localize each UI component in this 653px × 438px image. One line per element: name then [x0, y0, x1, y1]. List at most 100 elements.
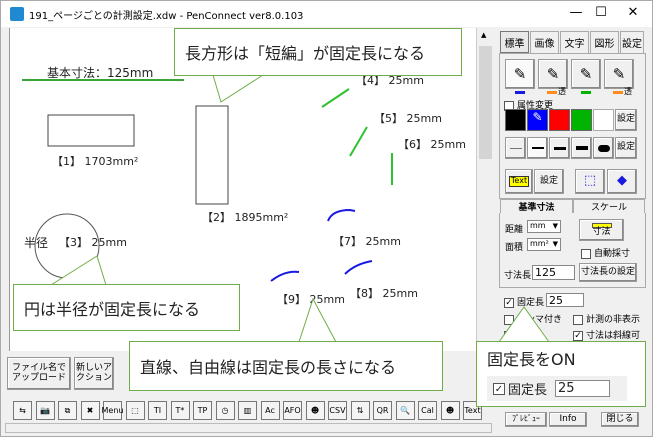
callout-fixed-title: 固定長をON: [487, 350, 576, 369]
toolbar-button-8[interactable]: TP: [193, 401, 212, 420]
subtab-base-dimension[interactable]: 基準寸法: [500, 199, 573, 213]
color-black[interactable]: [505, 109, 526, 131]
color-red[interactable]: [549, 109, 570, 131]
comma-label: カンマ付き: [517, 315, 563, 325]
callout-rectangle: 長方形は「短編」が固定長になる: [174, 28, 462, 76]
area-unit-select[interactable]: mm²: [527, 238, 561, 251]
line-width-4[interactable]: [571, 137, 592, 159]
callout-line: 直線、自由線は固定長の長さになる: [129, 341, 443, 391]
info-button[interactable]: Info: [549, 412, 587, 427]
pen-button[interactable]: ✎: [505, 59, 535, 89]
window-title: 191_ページごとの計測設定.xdw - PenConnect ver8.0.1…: [29, 10, 304, 22]
tab-image[interactable]: 画像: [530, 31, 559, 53]
select-shape-icon[interactable]: ◆: [607, 169, 637, 194]
toolbar-button-1[interactable]: 📷: [35, 401, 55, 420]
fixed-length-input[interactable]: 25: [546, 293, 584, 307]
distance-unit-select[interactable]: mm: [527, 220, 561, 233]
line-width-3[interactable]: [549, 137, 570, 159]
tab-settings[interactable]: 設定: [620, 31, 644, 53]
callout-fixed-length: 固定長をON ✓ 固定長 25: [476, 341, 646, 407]
measure-label-3: 【3】 25mm: [59, 236, 127, 249]
line-4: [321, 88, 350, 108]
subtab-scale[interactable]: スケール: [573, 199, 645, 213]
measure-label-7: 【7】 25mm: [333, 235, 401, 248]
toolbar-button-17[interactable]: 🔍: [395, 401, 415, 420]
tab-shape[interactable]: 図形: [590, 31, 619, 53]
fixed-length-label: 固定長: [517, 298, 545, 308]
scroll-thumb[interactable]: [479, 46, 492, 159]
toolbar-button-5[interactable]: ⬚: [125, 401, 145, 420]
close-panel-button[interactable]: 閉じる: [601, 412, 639, 427]
toolbar-button-9[interactable]: ◷: [215, 401, 235, 420]
fixed-length-checkbox[interactable]: ✓固定長: [504, 297, 545, 308]
scroll-up-icon[interactable]: ▲: [481, 31, 487, 39]
toolbar-button-10[interactable]: ▥: [238, 401, 257, 420]
hide-measure-label: 計測の非表示: [586, 315, 641, 325]
toolbar-button-12[interactable]: AFO: [283, 401, 302, 420]
toolbar-button-6[interactable]: TI: [148, 401, 167, 420]
color-blue-selected[interactable]: ✎: [527, 109, 548, 131]
pen-transparent-button[interactable]: ✎: [538, 59, 568, 89]
toolbar-button-11[interactable]: Ac: [260, 401, 280, 420]
comma-checkbox[interactable]: カンマ付き: [504, 312, 562, 325]
status-bar: [5, 423, 492, 433]
measure-label-9: 【9】 25mm: [277, 293, 345, 306]
dim-length-input[interactable]: 125: [532, 265, 575, 280]
toolbar-button-15[interactable]: ⇅: [350, 401, 370, 420]
tab-standard[interactable]: 標準: [500, 31, 529, 53]
measure-label-6: 【6】 25mm: [398, 138, 466, 151]
tab-text[interactable]: 文字: [560, 31, 589, 53]
app-icon: [10, 7, 24, 21]
dimension-label: 寸法: [592, 226, 611, 237]
maximize-button[interactable]: ☐: [595, 5, 607, 20]
line-width-2-selected[interactable]: [527, 137, 548, 159]
dimension-button[interactable]: 寸法: [579, 219, 624, 241]
pen2-color-indicator: [547, 91, 557, 94]
toolbar-button-18[interactable]: Cal: [418, 401, 437, 420]
select-lock-icon[interactable]: ⬚: [575, 169, 605, 194]
toolbar-button-4[interactable]: Menu: [102, 401, 123, 420]
vertical-scrollbar[interactable]: ▲: [476, 28, 493, 351]
measure-label-2: 【2】 1895mm²: [202, 211, 289, 224]
transparent-mark: 透: [558, 87, 566, 96]
toolbar-button-2[interactable]: ⧉: [58, 401, 77, 420]
toolbar-button-13[interactable]: ☻: [305, 401, 325, 420]
preview-button[interactable]: ﾌﾟﾚﾋﾞｭｰ: [505, 412, 547, 427]
measure-label-1: 【1】 1703mm²: [52, 155, 139, 168]
toolbar-button-14[interactable]: CSV: [328, 401, 347, 420]
text-button-label: Text: [508, 176, 530, 187]
line-width-1[interactable]: [505, 137, 526, 159]
base-dimension-label: 基本寸法：125mm: [47, 66, 154, 80]
marker-button[interactable]: ✎: [571, 59, 601, 89]
dim-length-label: 寸法長: [504, 271, 532, 281]
transparent-checkbox[interactable]: 透明: [504, 328, 535, 341]
freeline-7: [327, 208, 356, 222]
color-settings-button[interactable]: 設定: [615, 109, 637, 131]
toolbar-button-7[interactable]: T*: [170, 401, 190, 420]
line-settings-button[interactable]: 設定: [615, 137, 637, 159]
text-button[interactable]: Text: [505, 169, 533, 194]
text-settings-button[interactable]: 設定: [534, 169, 564, 194]
toolbar-button-16[interactable]: QR: [373, 401, 392, 420]
rectangle-1: [47, 114, 135, 147]
close-button[interactable]: ✕: [627, 5, 639, 20]
color-white[interactable]: [593, 109, 614, 131]
title-bar: 191_ページごとの計測設定.xdw - PenConnect ver8.0.1…: [1, 1, 652, 27]
diagonal-checkbox[interactable]: ✓寸法は斜線可: [573, 330, 641, 341]
toolbar-button-19[interactable]: ☻: [440, 401, 460, 420]
hide-measure-checkbox[interactable]: 計測の非表示: [573, 312, 640, 325]
minimize-button[interactable]: —: [569, 5, 583, 20]
toolbar-button-0[interactable]: ⇆: [13, 401, 32, 420]
marker-transparent-button[interactable]: ✎: [604, 59, 634, 89]
measure-label-4: 【4】 25mm: [356, 74, 424, 87]
dim-length-set-button[interactable]: 寸法長の設定: [579, 263, 637, 282]
auto-measure-checkbox[interactable]: 自動採寸: [581, 246, 630, 259]
auto-measure-label: 自動採寸: [594, 249, 631, 259]
line-width-5[interactable]: [593, 137, 614, 159]
transparent-label: 透明: [517, 331, 536, 341]
new-action-button[interactable]: 新しいアクション: [74, 357, 114, 390]
upload-by-filename-button[interactable]: ファイル名でアップロード: [7, 357, 71, 390]
toolbar-button-3[interactable]: ✖: [80, 401, 100, 420]
line-5: [349, 126, 368, 157]
color-green[interactable]: [571, 109, 592, 131]
